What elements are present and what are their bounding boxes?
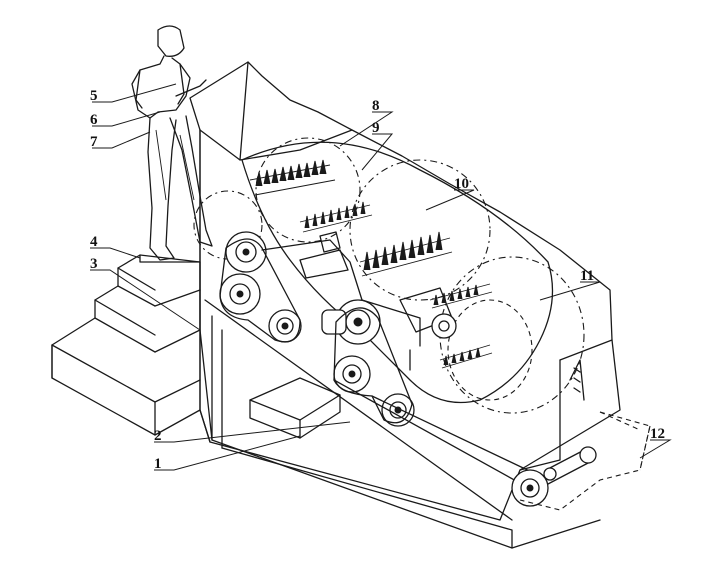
label-10: 10 xyxy=(454,176,469,192)
label-11: 11 xyxy=(580,268,594,284)
operator-figure xyxy=(131,25,213,261)
label-3: 3 xyxy=(90,256,98,272)
label-1: 1 xyxy=(154,456,162,472)
drive-belt xyxy=(333,379,597,507)
base-frame xyxy=(199,289,601,549)
part-labels: 5 6 7 8 9 10 11 4 3 2 1 12 xyxy=(90,88,665,472)
label-8: 8 xyxy=(372,98,380,114)
leader-lines xyxy=(90,83,672,471)
pulley-group-left xyxy=(219,231,302,343)
stair-platform xyxy=(51,254,201,436)
transmission-linkage xyxy=(261,231,457,371)
outlet-bin xyxy=(519,359,651,511)
label-9: 9 xyxy=(372,120,380,136)
label-5: 5 xyxy=(90,88,98,104)
label-2: 2 xyxy=(154,428,162,444)
label-6: 6 xyxy=(90,112,98,128)
pulley-group-center xyxy=(321,299,415,427)
label-4: 4 xyxy=(90,234,98,250)
housing-opening xyxy=(241,141,554,404)
label-12: 12 xyxy=(650,426,665,442)
label-7: 7 xyxy=(90,134,98,150)
machine-housing xyxy=(189,61,621,521)
